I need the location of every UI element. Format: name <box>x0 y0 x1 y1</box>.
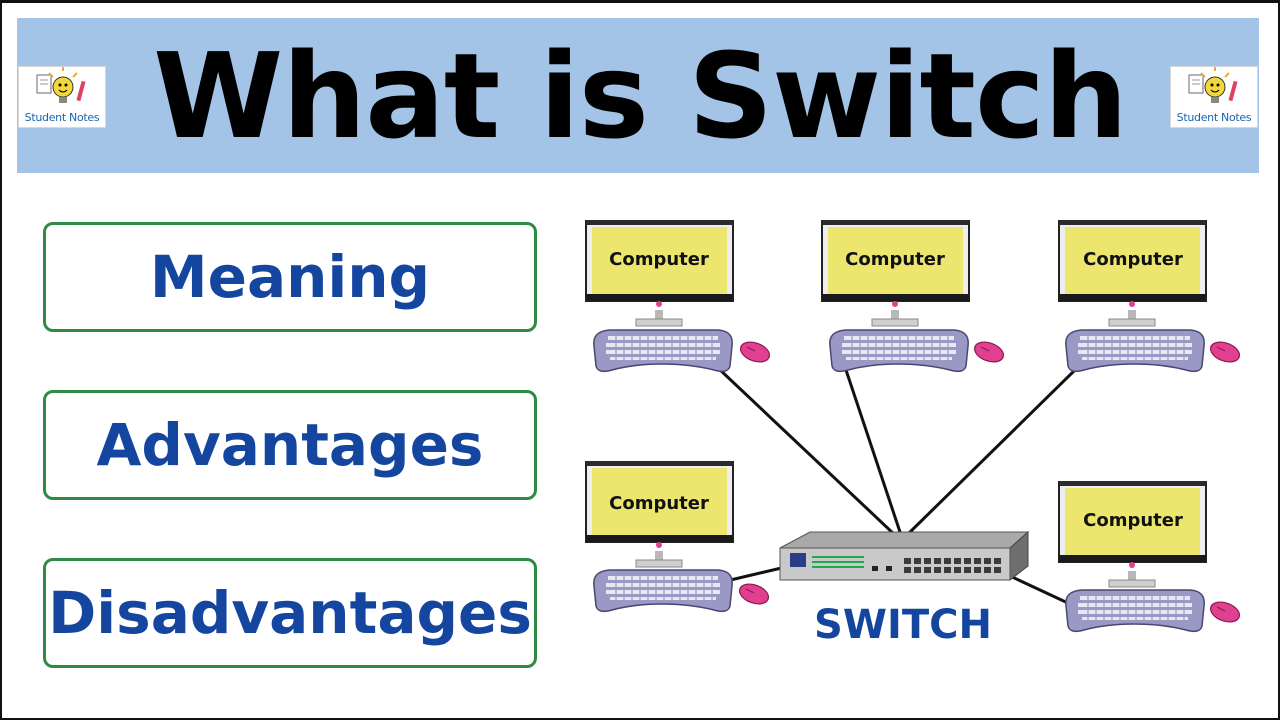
keyboard <box>1065 329 1205 373</box>
mouse <box>738 340 772 364</box>
mouse <box>972 340 1006 364</box>
cable-top-middle <box>844 369 903 536</box>
mouse <box>1208 600 1242 624</box>
page-title: What is Switch <box>153 26 1128 165</box>
computer-label: Computer <box>1083 510 1183 531</box>
logo-text: Student Notes <box>1176 111 1252 124</box>
cable-bottom-right <box>1009 574 1071 606</box>
cable-top-left <box>716 366 897 537</box>
title-banner <box>17 18 1259 173</box>
topic-disadvantages: Disadvantages <box>43 558 537 668</box>
network-cables <box>716 366 1077 606</box>
computer-label: Computer <box>1083 249 1183 270</box>
computer-bottom-right: Computer <box>1058 481 1242 633</box>
computer-top-middle: Computer <box>821 220 1006 373</box>
keyboard <box>1065 589 1205 633</box>
computer-top-right: Computer <box>1058 220 1242 373</box>
computer-top-left: Computer <box>585 220 772 373</box>
student-notes-logo-right: Student Notes <box>1170 66 1258 128</box>
cable-top-right <box>905 368 1077 537</box>
keyboard <box>593 569 733 613</box>
computer-label: Computer <box>609 493 709 514</box>
power-led <box>656 301 662 307</box>
student-notes-logo-left: Student Notes <box>18 66 106 128</box>
computer-label: Computer <box>609 249 709 270</box>
power-led <box>1129 301 1135 307</box>
keyboard <box>829 329 969 373</box>
power-led <box>1129 562 1135 568</box>
mouse <box>737 582 771 606</box>
computer-label: Computer <box>845 249 945 270</box>
power-led <box>892 301 898 307</box>
switch-label: SWITCH <box>814 602 992 648</box>
cable-bottom-left <box>721 564 791 584</box>
network-switch <box>779 530 1030 582</box>
switch-panel-icon <box>790 553 806 567</box>
keyboard <box>593 329 733 373</box>
computer-bottom-left: Computer <box>585 461 771 613</box>
topic-advantages: Advantages <box>43 390 537 500</box>
mouse <box>1208 340 1242 364</box>
power-led <box>656 542 662 548</box>
topic-meaning: Meaning <box>43 222 537 332</box>
logo-text: Student Notes <box>24 111 100 124</box>
